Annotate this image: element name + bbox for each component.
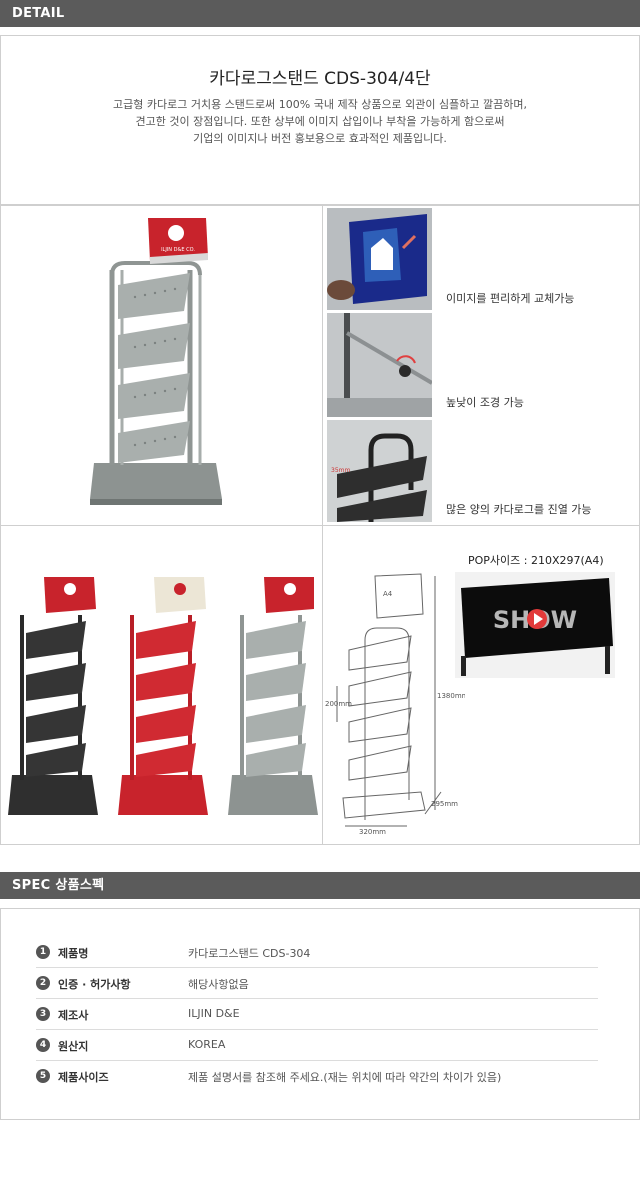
- spec-row: 1 제품명 카다로그스탠드 CDS-304: [36, 937, 598, 968]
- feature-text: 높낮이 조경 가능: [446, 396, 524, 409]
- spec-value: 제품 설명서를 참조해 주세요.(재는 위치에 따라 약간의 차이가 있음): [188, 1071, 502, 1084]
- spec-label: 제품명: [58, 947, 89, 960]
- description-line: 기업의 이미지나 버전 홍보용으로 효과적인 제품입니다.: [193, 132, 447, 145]
- dimension-diagram: A4 1380mm 200mm 320mm 295mm: [325, 573, 465, 835]
- detail-header: DETAIL: [0, 0, 640, 27]
- feature-text: 많은 양의 카다로그를 진열 가능: [446, 503, 592, 516]
- spec-number: 2: [36, 976, 50, 990]
- spec-number: 5: [36, 1069, 50, 1083]
- spec-header: SPEC 상품스펙: [0, 872, 640, 899]
- main-stand-image: ILJIN D&E CO.: [90, 218, 222, 505]
- feature-text: 이미지를 편리하게 교체가능: [446, 292, 575, 305]
- spec-row: 5 제품사이즈 제품 설명서를 참조해 주세요.(재는 위치에 따라 약간의 차…: [36, 1061, 598, 1091]
- feature-photo-image-swap: [327, 208, 432, 310]
- description-line: 견고한 것이 장점입니다. 또한 상부에 이미지 삽입이나 부착을 가능하게 함…: [135, 115, 505, 128]
- description-line: 고급형 카다로그 거치용 스탠드로써 100% 국내 제작 상품으로 외관이 심…: [113, 98, 527, 111]
- spec-row: 4 원산지 KOREA: [36, 1030, 598, 1061]
- spec-label: 인증 · 허가사항: [58, 978, 131, 991]
- color-variants-image: [8, 577, 318, 815]
- width-label: 320mm: [359, 828, 386, 835]
- spec-label: 제조사: [58, 1009, 89, 1022]
- depth-label: 295mm: [431, 800, 458, 808]
- product-description: 고급형 카다로그 거치용 스탠드로써 100% 국내 제작 상품으로 외관이 심…: [0, 96, 640, 147]
- spec-label: 제품사이즈: [58, 1071, 109, 1084]
- sign-text: ILJIN D&E CO.: [161, 247, 195, 253]
- spec-value: KOREA: [188, 1038, 226, 1051]
- spec-value: ILJIN D&E: [188, 1007, 240, 1020]
- spec-number: 1: [36, 945, 50, 959]
- spec-box: [0, 908, 640, 1120]
- spec-value: 해당사항없음: [188, 978, 249, 991]
- pop-size-label: POP사이즈 : 210X297(A4): [468, 554, 604, 567]
- a4-label: A4: [383, 590, 393, 598]
- shelf-gap-label: 200mm: [325, 700, 352, 708]
- pop-sign-image: SHOW: [455, 572, 615, 678]
- divider: [0, 525, 640, 526]
- feature-photo-height-adjust: [327, 313, 432, 417]
- spec-number: 4: [36, 1038, 50, 1052]
- callout-35mm: 35mm: [331, 467, 350, 474]
- intro-box: [0, 35, 640, 205]
- spec-number: 3: [36, 1007, 50, 1021]
- spec-row: 3 제조사 ILJIN D&E: [36, 999, 598, 1030]
- spec-value: 카다로그스탠드 CDS-304: [188, 947, 311, 960]
- product-title: 카다로그스탠드 CDS-304/4단: [209, 69, 431, 89]
- spec-label: 원산지: [58, 1040, 89, 1053]
- spec-row: 2 인증 · 허가사항 해당사항없음: [36, 968, 598, 999]
- feature-photo-capacity: 35mm: [327, 420, 432, 522]
- height-label: 1380mm: [437, 692, 465, 700]
